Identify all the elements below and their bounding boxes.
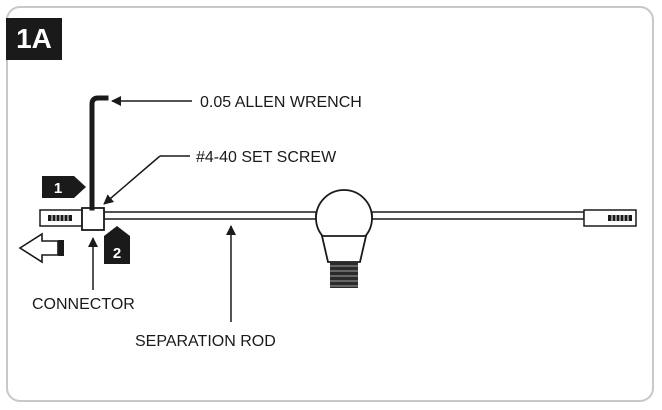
allen-wrench-icon — [89, 95, 109, 211]
socket-globe — [315, 189, 373, 288]
step-label: 1A — [6, 18, 62, 60]
allen-wrench-label: 0.05 ALLEN WRENCH — [200, 94, 362, 111]
allen-wrench-callout: 0.05 ALLEN WRENCH — [111, 94, 362, 111]
separation-rod-callout: SEPARATION ROD — [135, 225, 276, 350]
step-two-text: 2 — [113, 245, 121, 262]
step-one-badge: 1 — [42, 176, 86, 198]
figure-frame — [6, 6, 654, 402]
connector-block — [81, 207, 105, 231]
separation-rod-label: SEPARATION ROD — [135, 333, 276, 350]
right-end-cap — [583, 209, 637, 227]
step-two-badge: 2 — [104, 226, 130, 264]
connector-callout: CONNECTOR — [32, 237, 135, 313]
direction-arrow-icon — [18, 232, 64, 264]
set-screw-callout: #4-40 SET SCREW — [103, 149, 337, 205]
connector-label: CONNECTOR — [32, 296, 135, 313]
left-end-cap — [39, 209, 83, 227]
step-one-text: 1 — [54, 180, 62, 197]
set-screw-label: #4-40 SET SCREW — [196, 149, 337, 166]
